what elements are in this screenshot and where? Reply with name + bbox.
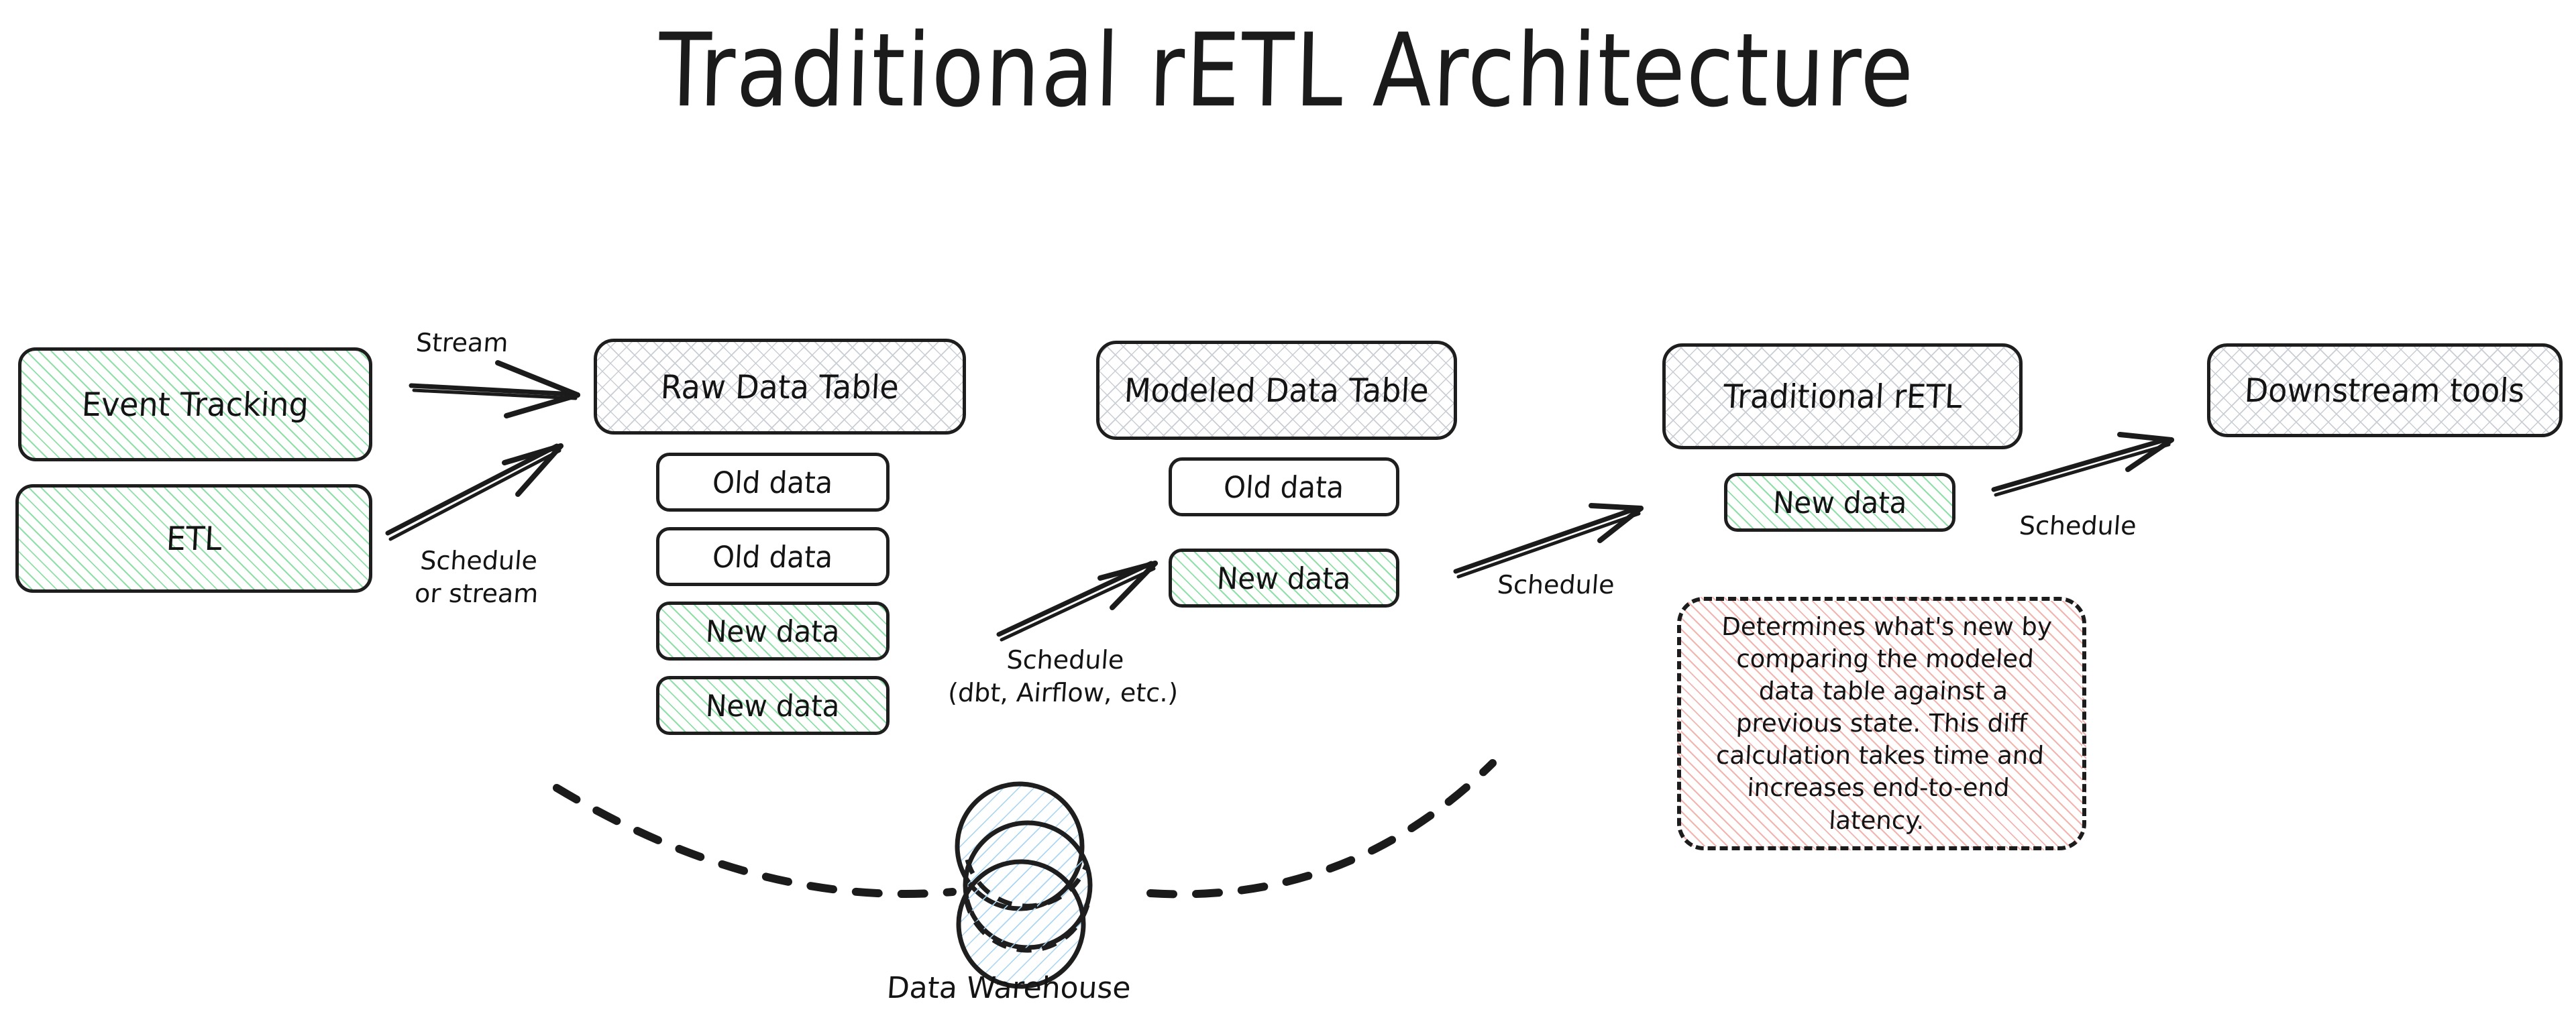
row-label: New data [704, 688, 841, 723]
row-raw-new-data-1[interactable]: New data [656, 602, 890, 661]
arrow-schedule-downstream [1991, 432, 2174, 497]
node-etl-label: ETL [165, 519, 223, 558]
row-retl-new-data[interactable]: New data [1724, 473, 1955, 532]
row-modeled-new-data[interactable]: New data [1169, 549, 1399, 608]
edge-label-stream: Stream [415, 328, 510, 357]
edge-label-schedule-dbt: Schedule (dbt, Airflow, etc.) [947, 645, 1179, 707]
node-downstream-tools[interactable]: Downstream tools [2207, 343, 2563, 437]
data-warehouse-icon [955, 781, 1093, 989]
node-raw-data-table[interactable]: Raw Data Table [594, 339, 966, 435]
row-modeled-old-data[interactable]: Old data [1169, 457, 1399, 516]
arrow-stream [409, 360, 580, 418]
edge-label-schedule-downstream: Schedule [2018, 511, 2138, 540]
dashed-link-right [1146, 759, 1497, 899]
node-etl[interactable]: ETL [15, 484, 372, 593]
note-diff-latency: Determines what's new by comparing the m… [1677, 597, 2086, 850]
dashed-link-left [553, 784, 957, 899]
note-text: Determines what's new by comparing the m… [1715, 612, 2053, 835]
row-raw-old-data-1[interactable]: Old data [656, 453, 890, 512]
node-traditional-retl-label: Traditional rETL [1722, 377, 1963, 416]
node-modeled-data-table-label: Modeled Data Table [1123, 371, 1430, 410]
row-label: New data [1216, 561, 1352, 595]
node-traditional-retl[interactable]: Traditional rETL [1662, 343, 2023, 449]
row-label: Old data [711, 465, 835, 500]
row-label: Old data [711, 539, 835, 574]
edge-label-schedule-retl: Schedule [1496, 570, 1616, 600]
node-raw-data-table-label: Raw Data Table [659, 367, 900, 406]
row-label: Old data [1222, 469, 1346, 504]
node-event-tracking[interactable]: Event Tracking [18, 347, 372, 461]
data-warehouse-label: Data Warehouse [885, 971, 1132, 1005]
arrow-schedule-or-stream [385, 443, 564, 541]
node-event-tracking-label: Event Tracking [80, 385, 310, 424]
row-label: New data [1772, 485, 1908, 520]
row-label: New data [704, 614, 841, 648]
arrow-schedule-retl [1453, 503, 1644, 579]
row-raw-new-data-2[interactable]: New data [656, 676, 890, 735]
edge-label-schedule-or-stream: Schedule or stream [413, 546, 539, 608]
arrow-schedule-dbt [996, 561, 1158, 642]
node-modeled-data-table[interactable]: Modeled Data Table [1096, 341, 1457, 440]
row-raw-old-data-2[interactable]: Old data [656, 527, 890, 586]
node-downstream-tools-label: Downstream tools [2243, 371, 2526, 410]
